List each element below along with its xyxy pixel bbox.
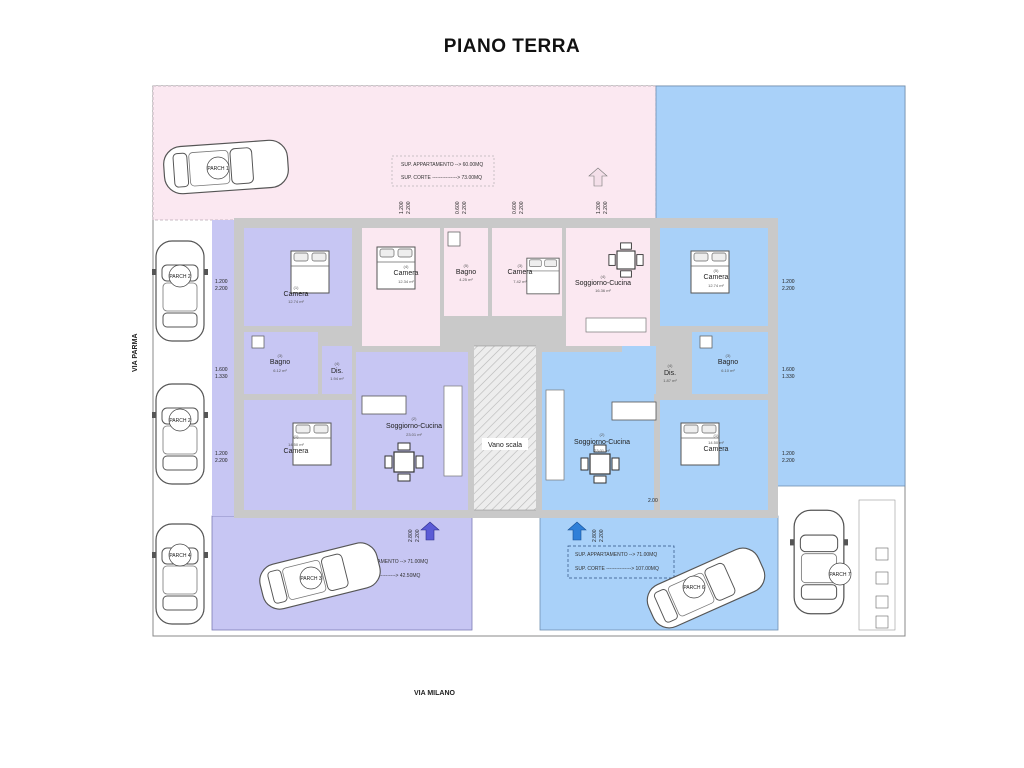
svg-text:2.200: 2.200 (215, 458, 228, 464)
parking-3: PARCH 3 (300, 576, 322, 582)
info-west: SUP. APPARTAMENTO --> 71.00MQ SUP. CORTE… (346, 559, 428, 579)
svg-text:6.10 m²: 6.10 m² (721, 368, 735, 373)
room-bagno-w: Bagno (270, 359, 290, 366)
room-camera-se: Camera (704, 446, 729, 453)
parking-1: PARCH 1 (207, 166, 229, 172)
svg-text:1.200: 1.200 (782, 279, 795, 285)
svg-text:2.200: 2.200 (415, 529, 421, 542)
entrance-arrows (420, 167, 608, 541)
svg-text:(3): (3) (518, 263, 524, 268)
svg-text:0.600: 0.600 (512, 201, 518, 214)
svg-text:12.74 m²: 12.74 m² (288, 299, 304, 304)
parking-4: PARCH 4 (169, 553, 191, 559)
svg-text:16.36 m²: 16.36 m² (595, 288, 611, 293)
svg-text:(3): (3) (726, 353, 732, 358)
svg-text:12.74 m²: 12.74 m² (708, 283, 724, 288)
svg-text:23.01 m²: 23.01 m² (406, 432, 422, 437)
rooms (244, 228, 768, 510)
parking-2b: PARCH 2 (169, 418, 191, 424)
room-labels: Camera 12.74 m² (1) Camera (4) 12.34 m² … (270, 263, 738, 455)
svg-text:2.800: 2.800 (592, 529, 598, 542)
svg-text:(2): (2) (600, 432, 606, 437)
svg-text:6.12 m²: 6.12 m² (273, 368, 287, 373)
svg-text:1.330: 1.330 (215, 374, 228, 380)
svg-text:1.600: 1.600 (782, 367, 795, 373)
svg-text:1.87 m²: 1.87 m² (663, 378, 677, 383)
room-soggiorno-w: Soggiorno-Cucina (386, 423, 442, 430)
west-strip (212, 220, 234, 516)
svg-text:2.200: 2.200 (599, 529, 605, 542)
svg-text:SUP. APPARTAMENTO --> 60.00MQ: SUP. APPARTAMENTO --> 60.00MQ (401, 162, 483, 168)
svg-text:(4): (4) (601, 274, 607, 279)
svg-text:(5): (5) (464, 263, 470, 268)
svg-text:14.50 m²: 14.50 m² (708, 440, 724, 445)
svg-text:(3): (3) (278, 353, 284, 358)
furniture (251, 231, 730, 484)
svg-text:1.200: 1.200 (215, 451, 228, 457)
stair-treads (474, 345, 536, 511)
svg-text:12.34 m²: 12.34 m² (398, 279, 414, 284)
room-camera-ne: Camera (704, 274, 729, 281)
svg-text:2.200: 2.200 (215, 286, 228, 292)
svg-text:SUP. APPARTAMENTO --> 71.00MQ: SUP. APPARTAMENTO --> 71.00MQ (575, 552, 657, 558)
svg-text:1.94 m²: 1.94 m² (330, 376, 344, 381)
svg-text:(4): (4) (335, 361, 341, 366)
svg-text:4.25 m²: 4.25 m² (459, 277, 473, 282)
parking-2a: PARCH 2 (169, 274, 191, 280)
svg-text:2.200: 2.200 (782, 458, 795, 464)
svg-text:(1): (1) (294, 434, 300, 439)
svg-text:7.42 m²: 7.42 m² (513, 279, 527, 284)
room-dis-e: Dis. (664, 370, 676, 377)
svg-text:1.200: 1.200 (215, 279, 228, 285)
street-label-west: VIA PARMA (132, 333, 139, 373)
svg-text:0.600: 0.600 (455, 201, 461, 214)
room-vano-scala: Vano scala (488, 442, 522, 449)
svg-text:23.01 m²: 23.01 m² (594, 448, 610, 453)
svg-text:1.200: 1.200 (782, 451, 795, 457)
svg-text:2.00: 2.00 (648, 498, 658, 504)
svg-text:SUP. APPARTAMENTO --> 71.00MQ: SUP. APPARTAMENTO --> 71.00MQ (346, 559, 428, 565)
svg-text:14.50 m²: 14.50 m² (288, 442, 304, 447)
svg-text:2.200: 2.200 (603, 201, 609, 214)
room-dis-w: Dis. (331, 368, 343, 375)
parking-7: PARCH 7 (829, 572, 851, 578)
room-bagno-e: Bagno (718, 359, 738, 366)
svg-text:2.200: 2.200 (406, 201, 412, 214)
room-bagno-n: Bagno (456, 269, 476, 276)
svg-text:2.800: 2.800 (408, 529, 414, 542)
svg-text:(4): (4) (404, 264, 410, 269)
svg-text:SUP. CORTE ---------------> 10: SUP. CORTE ---------------> 107.00MQ (575, 566, 659, 572)
svg-text:1.600: 1.600 (215, 367, 228, 373)
svg-text:2.200: 2.200 (462, 201, 468, 214)
svg-text:(5): (5) (714, 268, 720, 273)
room-soggiorno-e: Soggiorno-Cucina (574, 439, 630, 446)
room-camera-nw: Camera (284, 291, 309, 298)
svg-text:1.330: 1.330 (782, 374, 795, 380)
street-label-south: VIA MILANO (414, 690, 455, 697)
parking-6: PARCH 6 (683, 585, 705, 591)
svg-text:1.200: 1.200 (596, 201, 602, 214)
window-dimensions: 1.200 2.200 0.600 2.200 0.600 2.200 1.20… (215, 201, 795, 542)
info-north: SUP. APPARTAMENTO --> 60.00MQ SUP. CORTE… (391, 155, 495, 187)
page-title: PIANO TERRA (443, 36, 581, 57)
parking: PARCH 1 PARCH 2 PARCH 2 PARCH 4 PARCH 3 … (152, 138, 896, 634)
svg-text:(1): (1) (714, 433, 720, 438)
svg-text:SUP. CORTE -----------> 42.50M: SUP. CORTE -----------> 42.50MQ (346, 573, 421, 579)
svg-text:(1): (1) (294, 285, 300, 290)
svg-text:(4): (4) (668, 363, 674, 368)
info-east: SUP. APPARTAMENTO --> 71.00MQ SUP. CORTE… (567, 545, 675, 579)
room-camera-n1: Camera (394, 270, 419, 277)
room-camera-sw: Camera (284, 448, 309, 455)
room-camera-n2: Camera (508, 269, 533, 276)
svg-text:2.200: 2.200 (519, 201, 525, 214)
svg-text:SUP. CORTE ---------------> 73: SUP. CORTE ---------------> 73.00MQ (401, 175, 482, 181)
svg-text:2.200: 2.200 (782, 286, 795, 292)
svg-text:1.200: 1.200 (399, 201, 405, 214)
svg-text:(2): (2) (412, 416, 418, 421)
room-soggiorno-n: Soggiorno-Cucina (575, 280, 631, 287)
